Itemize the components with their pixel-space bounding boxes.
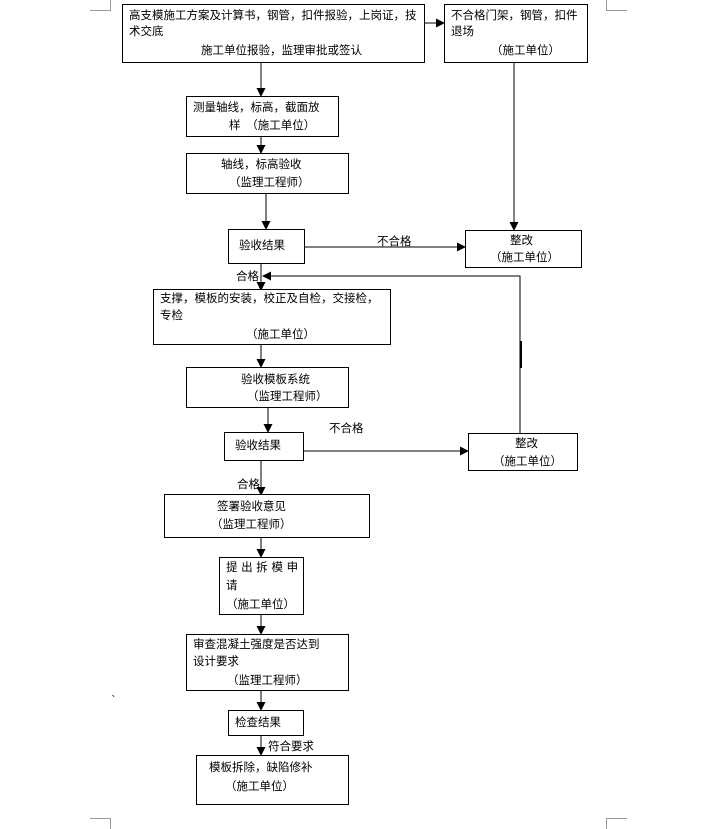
box-survey-layout: 测量轴线，标高，截面放 样 （施工单位）	[186, 96, 339, 137]
box-text: 退场	[451, 24, 474, 38]
box-rectify-2: 整改 （施工单位）	[468, 433, 578, 471]
box-text: 测量轴线，标高，截面放	[193, 100, 320, 114]
box-text: 检查结果	[235, 715, 281, 729]
box-reject-materials: 不合格门架，钢管，扣件 退场 （施工单位）	[444, 4, 588, 63]
box-text: （施工单位）	[226, 597, 295, 611]
box-text: （施工单位）	[246, 327, 315, 341]
box-text: 施工单位报验，监理审批或签认	[201, 43, 362, 57]
box-text: 专检	[160, 308, 183, 322]
label-fail-2: 不合格	[329, 421, 364, 435]
box-text: （施工单位）	[490, 250, 559, 264]
box-text: 签署验收意见	[217, 499, 286, 513]
box-text: （施工单位）	[493, 454, 562, 468]
loop-rectify2-to-install	[262, 271, 521, 433]
box-text: 验收模板系统	[241, 372, 310, 386]
box-text: （监理工程师）	[229, 175, 310, 189]
box-text: 提 出 拆 模 申	[226, 560, 299, 574]
page-corner-mark	[90, 0, 111, 11]
box-text: 支撑，模板的安装，校正及自检，交接检，	[160, 291, 379, 305]
box-text: （监理工程师）	[247, 389, 328, 403]
box-text: 样 （施工单位）	[229, 118, 316, 132]
label-meets-requirements: 符合要求	[268, 739, 314, 753]
box-text: （施工单位）	[225, 779, 294, 793]
box-axis-check: 轴线，标高验收 （监理工程师）	[186, 153, 349, 194]
box-plan-submission: 高支模施工方案及计算书，钢管，扣件报验，上岗证，技 术交底 施工单位报验，监理审…	[122, 4, 425, 63]
label-fail-1: 不合格	[377, 234, 412, 248]
box-formwork-install: 支撑，模板的安装，校正及自检，交接检， 专检 （施工单位）	[153, 289, 391, 345]
box-text: 审查混凝土强度是否达到	[193, 637, 320, 651]
label-pass-2: 合格	[237, 477, 260, 491]
page-corner-mark	[606, 818, 627, 829]
stray-mark: `	[111, 693, 117, 707]
box-result-1: 验收结果	[228, 229, 305, 264]
box-text: （施工单位）	[491, 43, 560, 57]
box-text: 设计要求	[193, 654, 239, 668]
box-text: （监理工程师）	[211, 517, 292, 531]
box-formwork-removal: 模板拆除，缺陷修补 （施工单位）	[196, 755, 349, 805]
label-pass-1: 合格	[236, 269, 259, 283]
box-text: 验收结果	[235, 438, 281, 452]
box-strength-review: 审查混凝土强度是否达到 设计要求 （监理工程师）	[186, 634, 349, 691]
box-text: 轴线，标高验收	[221, 157, 302, 171]
box-inspect-result: 检查结果	[228, 710, 304, 736]
box-result-2: 验收结果	[224, 432, 304, 461]
page-corner-mark	[606, 0, 627, 11]
box-text: 术交底	[129, 24, 164, 38]
box-text: 验收结果	[239, 238, 285, 252]
box-text: 整改	[515, 436, 538, 450]
box-text: 请	[226, 578, 238, 592]
box-rectify-1: 整改 （施工单位）	[465, 230, 582, 268]
box-text: 高支模施工方案及计算书，钢管，扣件报验，上岗证，技	[129, 8, 417, 22]
box-text: 不合格门架，钢管，扣件	[451, 8, 578, 22]
box-text: 整改	[510, 233, 533, 247]
page-corner-mark	[90, 818, 111, 829]
box-text: 模板拆除，缺陷修补	[209, 760, 313, 774]
box-sign-opinion: 签署验收意见 （监理工程师）	[164, 494, 370, 538]
box-formwork-accept: 验收模板系统 （监理工程师）	[186, 367, 349, 408]
box-apply-removal: 提 出 拆 模 申 请 （施工单位）	[219, 557, 304, 615]
box-text: （监理工程师）	[227, 673, 308, 687]
